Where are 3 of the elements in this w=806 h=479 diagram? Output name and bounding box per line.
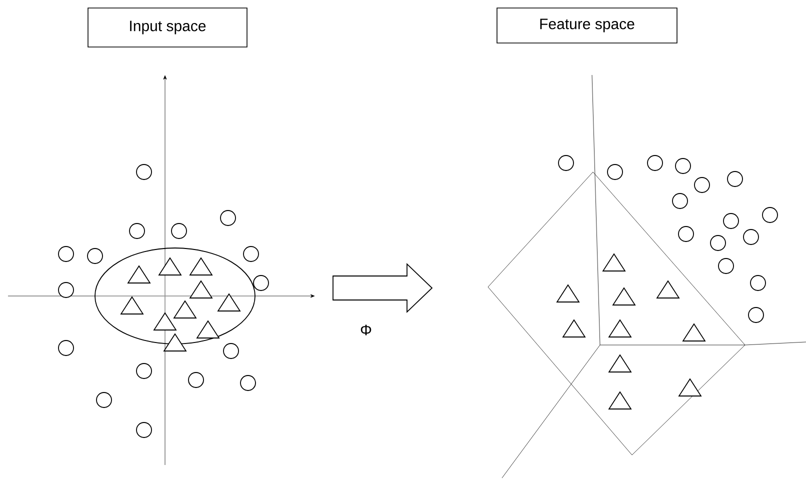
title-box: Input space	[88, 8, 248, 48]
phi-label: Φ	[360, 324, 372, 336]
title-box: Feature space	[496, 8, 678, 44]
